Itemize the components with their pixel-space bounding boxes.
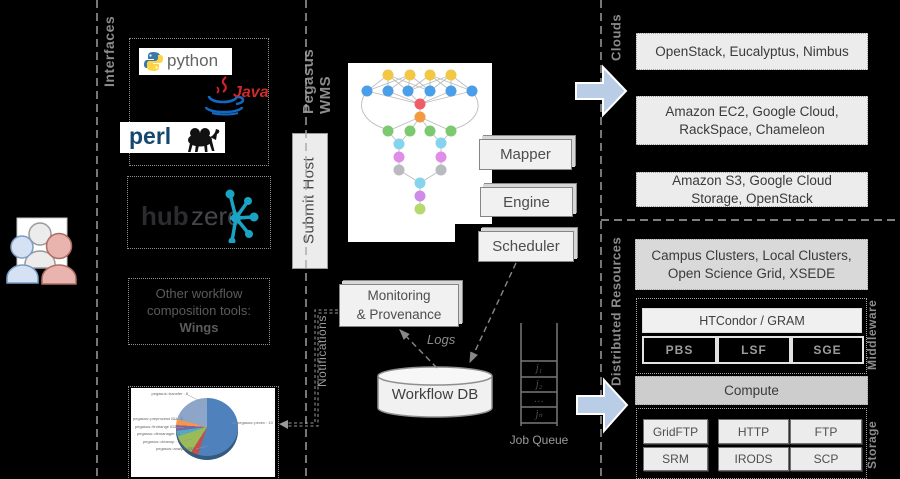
other-tools-line2: composition tools: <box>146 303 252 319</box>
submit-host-box: Submit Host <box>292 133 328 269</box>
pie-label-cleanup: pegasus::cleanup : 4 <box>143 439 180 444</box>
srm-box: SRM <box>643 447 708 471</box>
cloud-box-3-label: Amazon S3, Google Cloud Storage, OpenSta… <box>672 172 832 206</box>
scheduler-label: Scheduler <box>492 238 560 255</box>
python-label: python <box>167 51 219 70</box>
sge-label: SGE <box>813 343 842 357</box>
sge-box: SGE <box>791 336 864 364</box>
scheduler-to-db-arrow <box>469 262 517 364</box>
job-queue-cell-1: j₁ <box>535 363 543 374</box>
workflow-dag-panel-lower <box>348 224 455 242</box>
gridftp-label: GridFTP <box>652 424 699 439</box>
python-icon <box>144 52 163 71</box>
perl-logo-box: perl <box>120 122 225 153</box>
clouds-section-label: Clouds <box>608 13 624 61</box>
lsf-box: LSF <box>717 336 791 364</box>
ftp-box: FTP <box>790 419 862 444</box>
mapper-box: Mapper <box>479 139 572 170</box>
pie-label-preprocess: pegasus::preprocess ID1 : 1 <box>133 416 184 421</box>
logs-label: Logs <box>427 332 456 347</box>
campus-clusters-label: Campus Clusters, Local Clusters, Open Sc… <box>651 247 852 281</box>
notifications-arrowhead <box>279 420 288 429</box>
users-icon <box>6 217 77 285</box>
pie-label-transfer: pegasus::transfer : 8 <box>151 391 188 396</box>
pegasus-wms-section-label: Pegasus WMS <box>300 48 334 114</box>
htcondor-gram-label: HTCondor / GRAM <box>699 313 805 328</box>
monitoring-label-line1: Monitoring <box>367 288 431 304</box>
distributed-resources-section-label: Distributed Resources <box>608 236 624 386</box>
cloud-box-2-label: Amazon EC2, Google Cloud, RackSpace, Cha… <box>665 103 839 137</box>
java-logo: Java <box>199 76 269 118</box>
monitoring-label-line2: & Provenance <box>356 306 442 322</box>
notifications-label: Notifications <box>315 315 329 387</box>
hubzero-hub-label: hub <box>141 201 189 231</box>
pbs-label: PBS <box>665 343 694 357</box>
python-logo-box: python <box>139 48 232 75</box>
pie-label-dirmanager: pegasus::dirmanager : 1 <box>137 431 181 436</box>
compute-box: Compute <box>635 376 868 405</box>
htcondor-gram-box: HTCondor / GRAM <box>642 308 862 333</box>
cloud-box-1-label: OpenStack, Eucalyptus, Nimbus <box>655 43 849 59</box>
campus-clusters-box: Campus Clusters, Local Clusters, Open Sc… <box>635 239 868 290</box>
cloud-providers-box-2: Amazon EC2, Google Cloud, RackSpace, Cha… <box>636 96 868 145</box>
irods-label: IRODS <box>734 452 773 466</box>
middleware-group-box <box>636 298 867 374</box>
lsf-label: LSF <box>741 343 767 357</box>
hubzero-star-icon <box>225 189 259 243</box>
cloud-providers-box-1: OpenStack, Eucalyptus, Nimbus <box>636 33 868 70</box>
job-queue-cell-ellipsis: … <box>534 394 544 405</box>
pie-chart-panel-border <box>128 386 279 479</box>
camel-icon <box>188 128 220 152</box>
arrow-to-clouds <box>575 64 628 118</box>
submit-host-label: Submit Host <box>300 156 318 244</box>
workflow-db-cylinder <box>377 366 493 418</box>
job-queue-cell-n: jₙ <box>535 409 543 420</box>
scheduler-box: Scheduler <box>478 231 574 262</box>
job-queue-label: Job Queue <box>509 433 569 447</box>
engine-label: Engine <box>503 193 550 211</box>
pbs-box: PBS <box>642 336 717 364</box>
languages-group-box <box>129 38 269 166</box>
java-icon <box>204 76 245 116</box>
other-tools-wings: Wings <box>179 319 219 335</box>
job-queue-cell-2: j₂ <box>535 379 543 390</box>
monitoring-provenance-box: Monitoring & Provenance <box>339 284 459 327</box>
other-tools-line1: Other workflow <box>155 286 243 302</box>
hubzero-box: hub zero <box>127 176 271 249</box>
pie-label-pexec: pegasus::pexec : 10 <box>237 420 273 425</box>
compute-label: Compute <box>724 382 779 398</box>
other-tools-box: Other workflow composition tools: Wings <box>128 278 270 345</box>
mapper-label: Mapper <box>500 146 551 163</box>
http-label: HTTP <box>737 424 770 439</box>
scp-box: SCP <box>790 447 862 471</box>
workflow-db-label: Workflow DB <box>391 386 479 403</box>
interfaces-section-label: Interfaces <box>101 15 117 87</box>
ftp-label: FTP <box>814 424 838 439</box>
gridftp-box: GridFTP <box>643 419 708 444</box>
srm-label: SRM <box>662 452 689 466</box>
pie-label-findrange: pegasus::findrange ID2 : 1 <box>135 424 182 429</box>
cloud-storage-box: Amazon S3, Google Cloud Storage, OpenSta… <box>636 172 868 207</box>
perl-label: perl <box>129 123 172 149</box>
engine-box: Engine <box>480 187 573 217</box>
http-box: HTTP <box>718 419 789 444</box>
irods-box: IRODS <box>718 447 789 471</box>
scp-label: SCP <box>813 452 839 466</box>
pie-label-analyze: pegasus::analyze ID3 : 1 <box>156 446 201 451</box>
workflow-dag <box>361 69 479 215</box>
java-label: Java <box>233 84 269 101</box>
